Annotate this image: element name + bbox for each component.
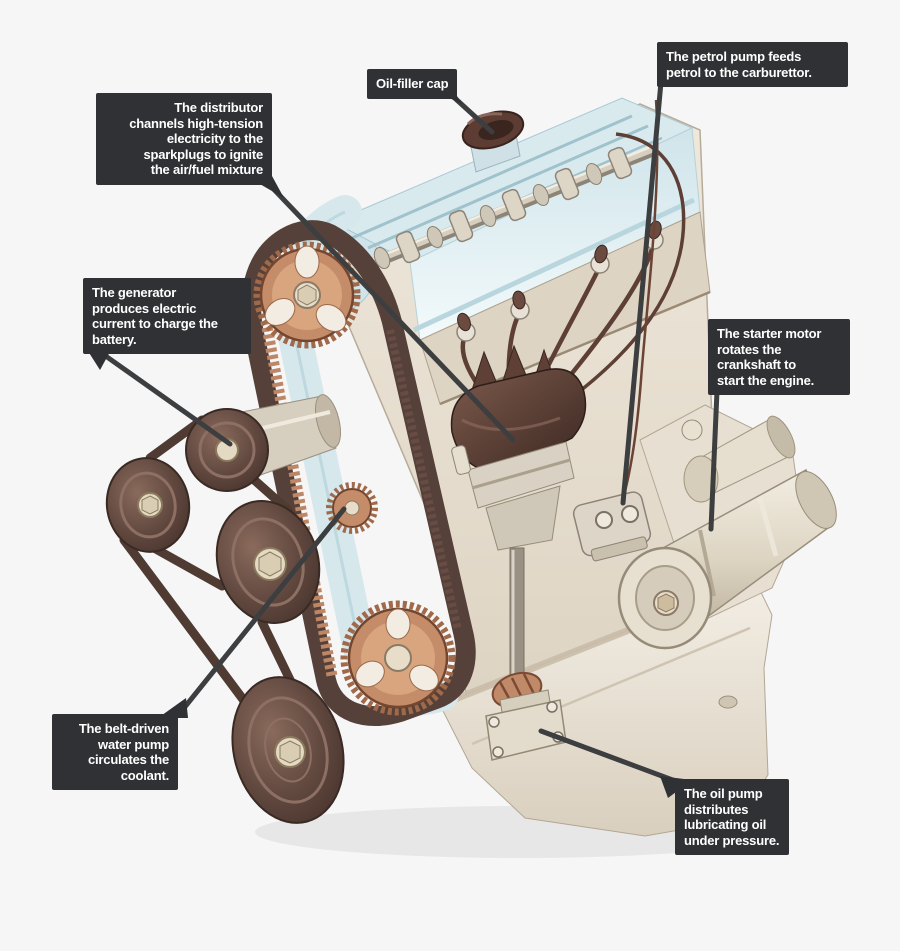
pointer-petrol-pump: [620, 79, 664, 506]
callout-petrol-pump: The petrol pump feeds petrol to the carb…: [657, 42, 848, 87]
drain-plug: [718, 695, 738, 709]
pointer-generator: [97, 349, 233, 447]
callout-water-pump: The belt-driven water pump circulates th…: [52, 714, 178, 790]
callout-oil-filler-cap: Oil-filler cap: [367, 69, 458, 99]
distributor-part: [450, 344, 587, 713]
pointer-lines: [97, 79, 720, 785]
pointer-starter-motor: [708, 388, 720, 532]
callout-distributor: The distributor channels high-tension el…: [96, 93, 272, 185]
cam-sprocket: [253, 241, 361, 349]
petrol-pump-part: [572, 491, 652, 562]
callout-generator: The generator produces electric current …: [83, 278, 251, 354]
pointer-oil-pump: [538, 728, 681, 785]
oil-pump-part: [485, 689, 567, 761]
fan-pulley: [105, 457, 191, 553]
callout-starter-motor: The starter motor rotates the crankshaft…: [708, 319, 850, 395]
crankshaft-pulley: [231, 676, 345, 824]
callout-oil-pump: The oil pump distributes lubricating oil…: [675, 779, 789, 855]
fuel-pipe: [620, 99, 659, 503]
sparkplugs: [456, 220, 664, 342]
fan-belt: [119, 415, 298, 711]
timing-belt: [241, 220, 476, 726]
crank-sprocket: [340, 600, 456, 716]
pointer-water-pump: [177, 506, 347, 716]
oil-sump: [438, 576, 773, 837]
water-pump-pulley: [215, 500, 321, 624]
starter-motor-part: [617, 415, 837, 650]
pointer-distributor: [261, 176, 516, 443]
